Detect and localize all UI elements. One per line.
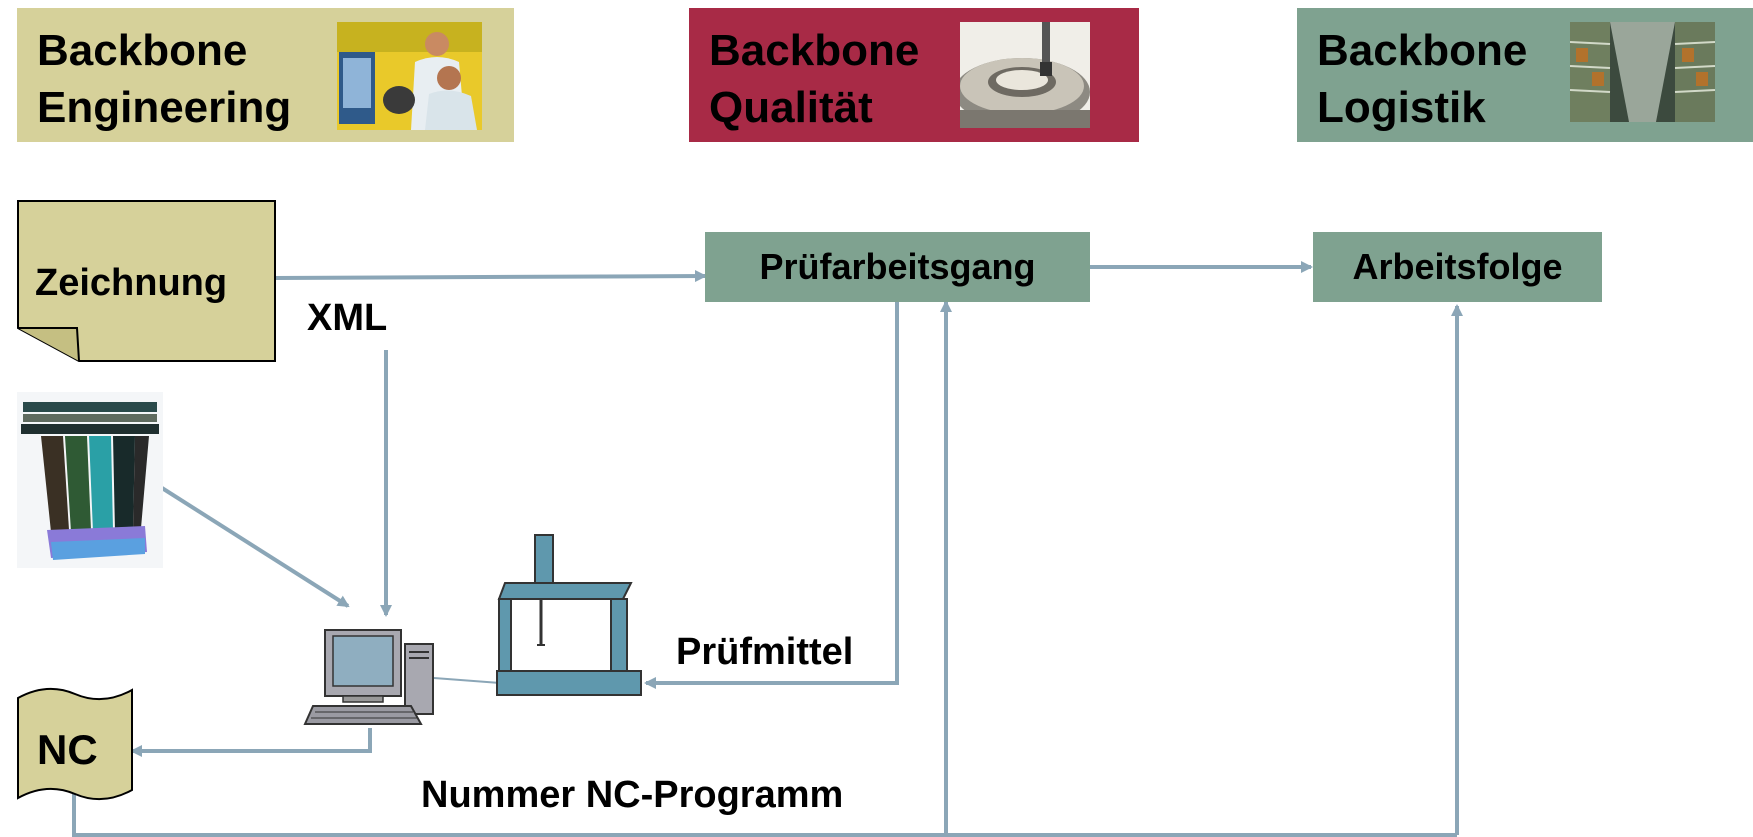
turbine-blade-model-icon bbox=[17, 392, 163, 568]
arrow-computer-to-nc bbox=[130, 728, 372, 757]
nc-label: NC bbox=[37, 726, 98, 773]
cable-computer-to-cmm bbox=[433, 677, 501, 684]
header-logistik-title: Backbone Logistik bbox=[1317, 26, 1528, 132]
desktop-computer-icon[interactable] bbox=[303, 628, 435, 730]
arrow-zeichnung-to-pruefarbeitsgang bbox=[274, 270, 707, 283]
pruefmittel-label: Prüfmittel bbox=[676, 631, 854, 673]
node-zeichnung: Zeichnung bbox=[17, 200, 276, 362]
warehouse-shelving-photo bbox=[1570, 22, 1715, 122]
nummer-nc-programm-label: Nummer NC-Programm bbox=[421, 774, 844, 816]
node-arbeitsfolge: Arbeitsfolge bbox=[1313, 232, 1602, 302]
header-engineering: Backbone Engineering bbox=[17, 8, 514, 142]
header-qualitaet: Backbone Qualität bbox=[689, 8, 1139, 142]
header-logistik: Backbone Logistik bbox=[1297, 8, 1753, 142]
node-pruefarbeitsgang: Prüfarbeitsgang bbox=[705, 232, 1090, 302]
line-nc-bottom bbox=[72, 793, 1457, 837]
arrow-pruefarbeitsgang-to-pruefmittel bbox=[644, 302, 899, 689]
zeichnung-label: Zeichnung bbox=[35, 262, 228, 304]
xml-label: XML bbox=[307, 297, 388, 339]
header-qualitaet-title: Backbone Qualität bbox=[709, 26, 920, 132]
coordinate-measuring-machine-icon[interactable] bbox=[495, 533, 643, 699]
gear-measurement-photo bbox=[960, 22, 1090, 128]
engineers-at-computer-photo bbox=[337, 22, 482, 130]
arrow-model-to-computer bbox=[160, 486, 350, 608]
node-nc: NC bbox=[17, 678, 133, 808]
header-engineering-title: Backbone Engineering bbox=[37, 26, 292, 132]
